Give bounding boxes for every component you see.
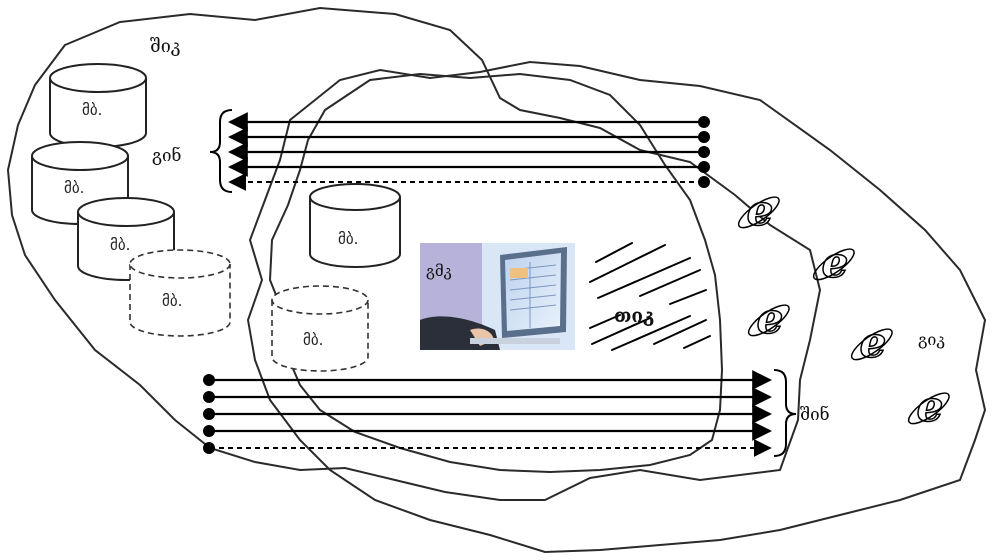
svg-text:e: e	[747, 186, 774, 235]
left-bracket-label: გინ	[152, 146, 182, 166]
svg-text:მბ.: მბ.	[162, 292, 182, 310]
top-connection-arrows	[230, 116, 710, 188]
bottom-connection-arrows	[203, 374, 770, 454]
database-cylinder-dashed: მბ.	[272, 286, 368, 371]
right-bracket-label: შინ	[800, 405, 830, 425]
svg-text:მბ.: მბ.	[303, 331, 323, 349]
database-cylinder: მბ.	[50, 64, 146, 147]
right-bracket	[774, 370, 796, 456]
svg-text:e: e	[822, 238, 849, 287]
lines-label: თიკ	[614, 305, 654, 327]
workstation-label: გმკ	[426, 262, 452, 280]
left-region-label: შიკ	[150, 36, 181, 57]
internet-explorer-icon: e	[848, 318, 896, 367]
internet-explorer-icon: e	[905, 382, 953, 431]
svg-text:e: e	[860, 318, 887, 367]
internet-explorer-icon: e	[810, 238, 858, 287]
right-region-label: გიკ	[918, 330, 945, 349]
internet-explorer-icon: e	[745, 294, 793, 343]
hatch-lines	[590, 243, 710, 350]
svg-text:მბ.: მბ.	[82, 101, 102, 119]
database-cylinder-dashed: მბ.	[130, 250, 230, 336]
svg-text:მბ.: მბ.	[338, 230, 358, 248]
svg-text:e: e	[757, 294, 784, 343]
database-cylinder: მბ.	[310, 184, 400, 267]
svg-text:e: e	[917, 382, 944, 431]
left-bracket	[210, 110, 232, 192]
svg-text:მბ.: მბ.	[110, 236, 130, 254]
svg-text:მბ.: მბ.	[64, 179, 84, 197]
workstation-image: გმკ	[420, 243, 575, 350]
